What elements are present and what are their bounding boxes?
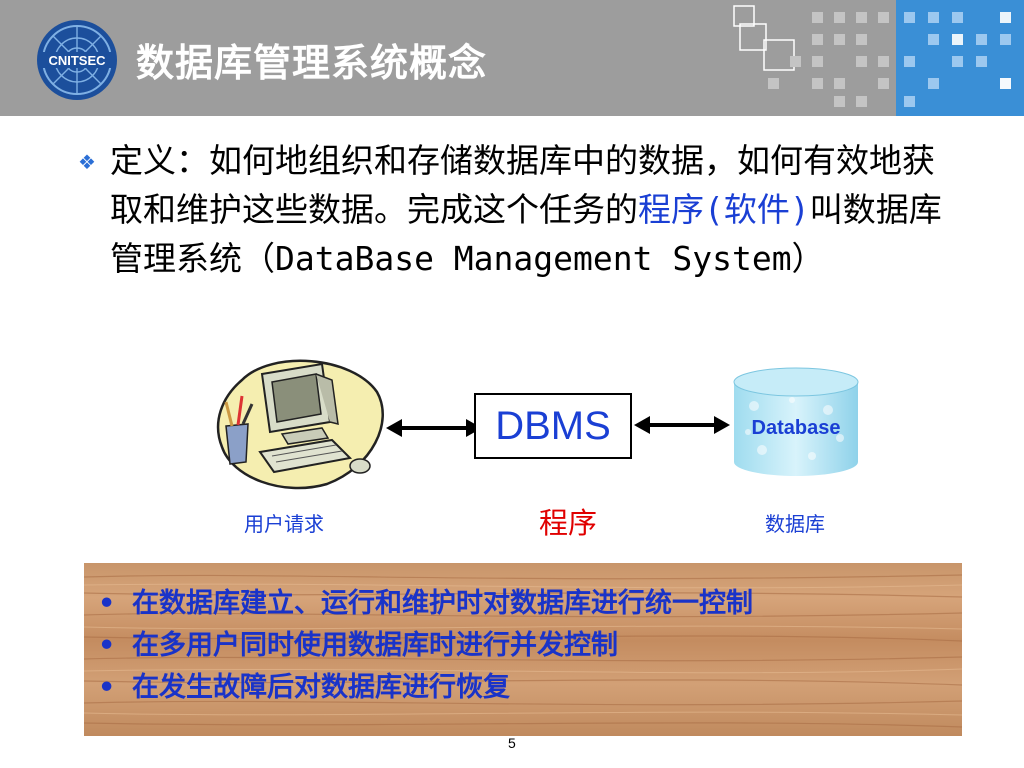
feature-list: • 在数据库建立、运行和维护时对数据库进行统一控制 • 在多用户同时使用数据库时进行…: [84, 583, 962, 709]
database-label: Database: [751, 417, 841, 439]
logo-text: CNITSEC: [48, 53, 106, 68]
definition-text-2: 叫数据库管理系统（DataBase Management System）: [110, 190, 942, 278]
dbms-box: DBMS: [474, 393, 632, 459]
definition-text-1: 定义：如何地组织和存储数据库中的数据，如何有效地获取和维护这些数据。完成这个任务…: [110, 141, 935, 229]
diamond-bullet-icon: ❖: [78, 150, 96, 174]
database-cylinder-icon: [733, 367, 859, 476]
list-item: • 在发生故障后对数据库进行恢复: [84, 667, 962, 709]
list-item-text: 在多用户同时使用数据库时进行并发控制: [132, 630, 618, 661]
list-item-text: 在发生故障后对数据库进行恢复: [132, 672, 510, 703]
list-item: • 在数据库建立、运行和维护时对数据库进行统一控制: [84, 583, 962, 625]
page-number: 5: [508, 735, 516, 751]
double-arrow-icon: [386, 419, 482, 437]
definition-paragraph: 定义：如何地组织和存储数据库中的数据，如何有效地获取和维护这些数据。完成这个任务…: [110, 136, 960, 283]
list-item: • 在多用户同时使用数据库时进行并发控制: [84, 625, 962, 667]
dbms-label: DBMS: [495, 404, 611, 448]
bullet-dot: •: [98, 630, 116, 661]
page-title: 数据库管理系统概念: [136, 41, 488, 85]
definition-highlight: 程序(软件): [638, 190, 810, 229]
header-bar: [0, 0, 1024, 116]
cnitsec-logo-icon: CNITSEC: [37, 20, 117, 100]
database-caption: 数据库: [765, 512, 825, 536]
user-request-label: 用户请求: [244, 512, 324, 536]
list-item-text: 在数据库建立、运行和维护时对数据库进行统一控制: [132, 588, 753, 619]
double-arrow-icon: [634, 416, 730, 434]
bullet-dot: •: [98, 672, 116, 703]
program-label: 程序: [539, 506, 598, 540]
bullet-dot: •: [98, 588, 116, 619]
wood-texture-panel: [84, 563, 962, 736]
computer-user-icon: [216, 359, 384, 490]
decorative-squares-blue: [904, 12, 1011, 107]
decorative-squares: [733, 5, 889, 107]
